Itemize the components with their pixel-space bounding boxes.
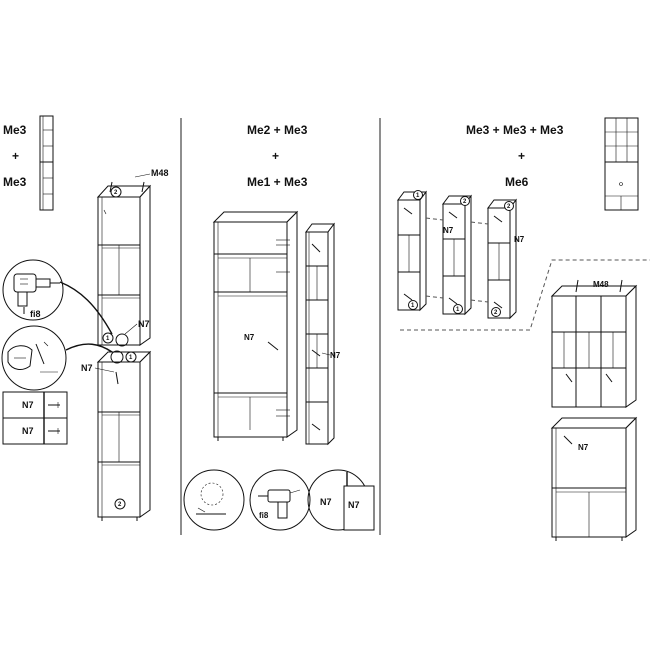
left-title-line1: Me3 xyxy=(3,123,27,137)
right-fastener-a: N7 xyxy=(443,226,454,235)
middle-title-line2: Me1 + Me3 xyxy=(247,175,308,189)
step-1b-label: 1 xyxy=(129,355,133,361)
callout-curve-b xyxy=(65,343,113,353)
step-marker-2b xyxy=(114,498,126,510)
left-hardware-top: M48 xyxy=(151,168,169,178)
middle-narrow-cabinet xyxy=(305,222,335,446)
left-fastener-d: N7 xyxy=(22,426,34,436)
step-1a-label: 1 xyxy=(106,336,110,342)
right-base-cabinet xyxy=(550,416,638,541)
right-hardware-top: M48 xyxy=(593,280,609,289)
right-step-4: 1 xyxy=(411,303,415,309)
dash-connector-3 xyxy=(425,295,444,299)
middle-n7-detail-b xyxy=(343,485,375,531)
left-fastener-a: N7 xyxy=(138,319,150,329)
left-tool-label: fi8 xyxy=(30,309,41,319)
middle-detail-b: N7 xyxy=(348,500,360,510)
right-exploded-unit-1 xyxy=(397,190,427,312)
right-fastener-b: N7 xyxy=(514,235,525,244)
right-exploded-unit-2 xyxy=(442,194,472,316)
panel-middle: Me2 + Me3 + Me1 + Me3 N7 xyxy=(183,123,375,531)
step-marker-2a xyxy=(110,186,122,198)
step-marker-1b xyxy=(125,351,137,363)
left-lower-cabinet xyxy=(96,350,152,521)
right-fastener-c: N7 xyxy=(578,443,589,452)
right-step-markers: 1 2 2 1 1 2 xyxy=(408,190,514,317)
callout-curve-a xyxy=(59,281,113,335)
step-2b-label: 2 xyxy=(118,502,122,508)
right-step-2: 2 xyxy=(463,199,467,205)
right-step-6: 2 xyxy=(494,310,498,316)
left-fastener-c: N7 xyxy=(22,400,34,410)
left-title-line2: Me3 xyxy=(3,175,27,189)
right-exploded-unit-3 xyxy=(487,198,517,320)
right-assembled-top xyxy=(550,279,638,408)
middle-drill-detail xyxy=(249,469,311,531)
middle-dowel-detail xyxy=(183,469,245,531)
left-thumbnail xyxy=(39,115,54,211)
right-step-5: 1 xyxy=(456,307,460,313)
middle-fastener-a: N7 xyxy=(244,333,255,342)
connector-circle-a xyxy=(115,333,129,347)
middle-tool-label: fi8 xyxy=(259,511,269,520)
middle-fastener-b: N7 xyxy=(330,351,341,360)
left-upper-cabinet xyxy=(96,173,152,346)
drill-detail-circle xyxy=(2,259,64,321)
right-step-1: 1 xyxy=(416,193,420,199)
middle-detail-a: N7 xyxy=(320,497,332,507)
right-step-3: 2 xyxy=(507,204,511,210)
middle-title-plus: + xyxy=(272,149,279,163)
right-title-line2: Me6 xyxy=(505,175,529,189)
hand-detail-circle xyxy=(1,325,67,391)
dash-connector-1 xyxy=(425,217,444,221)
step-marker-1a xyxy=(102,332,114,344)
middle-wide-cabinet xyxy=(212,210,299,441)
right-thumbnail xyxy=(604,117,639,211)
panel-right: Me3 + Me3 + Me3 + Me6 xyxy=(397,117,650,541)
callout-frame xyxy=(400,259,650,331)
left-fastener-b: N7 xyxy=(81,363,93,373)
fastener-detail-box-1 xyxy=(2,391,68,419)
connector-circle-b xyxy=(110,350,124,364)
fastener-detail-box-2 xyxy=(2,417,68,445)
right-title-plus: + xyxy=(518,149,525,163)
right-title-line1: Me3 + Me3 + Me3 xyxy=(466,123,564,137)
dash-connector-4 xyxy=(470,299,489,303)
dash-connector-2 xyxy=(470,221,489,225)
left-title-plus: + xyxy=(12,149,19,163)
middle-title-line1: Me2 + Me3 xyxy=(247,123,308,137)
step-2a-label: 2 xyxy=(114,190,118,196)
panel-left: Me3 + Me3 xyxy=(1,115,169,521)
